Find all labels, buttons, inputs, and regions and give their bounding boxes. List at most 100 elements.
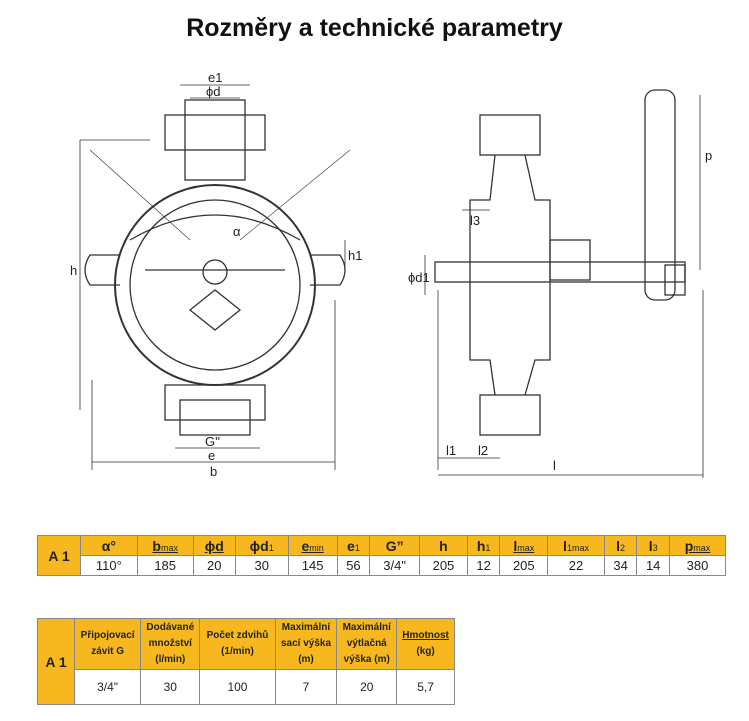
header-subscript: 2 bbox=[620, 542, 626, 553]
column-header: Hmotnost (kg) bbox=[396, 618, 455, 670]
header-line: Dodávané bbox=[146, 622, 195, 633]
header-line: Připojovací bbox=[80, 630, 135, 641]
label-alpha: α bbox=[233, 224, 241, 239]
header-symbol: l bbox=[563, 537, 567, 554]
column-header: e1 bbox=[336, 535, 371, 556]
technical-drawing: e1 ϕd α h h1 G'' e b ϕd1 l3 l1 l2 l p bbox=[70, 70, 712, 479]
header-symbol: ϕd bbox=[204, 537, 224, 554]
table-cell: 205 bbox=[499, 555, 549, 576]
label-h1: h1 bbox=[348, 248, 362, 263]
table-cell: 3/4" bbox=[73, 669, 142, 705]
front-view bbox=[79, 84, 351, 470]
header-symbol: α° bbox=[101, 537, 116, 554]
column-header: pmax bbox=[668, 535, 727, 556]
row-label: A 1 bbox=[37, 535, 81, 576]
label-l1: l1 bbox=[446, 443, 456, 458]
table-cell: 7 bbox=[274, 669, 338, 705]
table-cell: 20 bbox=[336, 669, 398, 705]
table-cell: 110° bbox=[80, 555, 138, 576]
table-cell: 30 bbox=[140, 669, 201, 705]
table-cell: 145 bbox=[287, 555, 338, 576]
label-phi-d: ϕd bbox=[206, 84, 221, 99]
table-cell: 5,7 bbox=[396, 669, 455, 705]
header-subscript: min bbox=[309, 542, 324, 553]
header-line: Maximální bbox=[281, 622, 331, 633]
header-subscript: 1max bbox=[566, 542, 589, 553]
table-cell: 34 bbox=[603, 555, 638, 576]
header-line: Hmotnost bbox=[402, 630, 449, 641]
label-phi-d1: ϕd1 bbox=[408, 270, 430, 285]
header-line: závit G bbox=[91, 646, 124, 657]
header-symbol: b bbox=[152, 537, 161, 554]
header-subscript: max bbox=[693, 542, 711, 553]
column-header: G” bbox=[369, 535, 421, 556]
label-b: b bbox=[210, 464, 217, 479]
table-cell: 380 bbox=[668, 555, 727, 576]
header-subscript: max bbox=[517, 542, 535, 553]
header-line: sací výška bbox=[280, 638, 332, 649]
label-l: l bbox=[553, 458, 556, 473]
header-symbol: l bbox=[648, 537, 653, 554]
column-header: α° bbox=[80, 535, 138, 556]
column-header: Počet zdvihů (1/min) bbox=[199, 618, 276, 670]
column-header: emin bbox=[287, 535, 338, 556]
table-cell: 100 bbox=[199, 669, 276, 705]
table-cell: 30 bbox=[234, 555, 289, 576]
label-l3: l3 bbox=[470, 213, 480, 228]
label-p: p bbox=[705, 148, 712, 163]
label-g: G'' bbox=[205, 434, 220, 449]
header-symbol: p bbox=[684, 537, 694, 554]
page-title: Rozměry a technické parametry bbox=[186, 14, 563, 42]
header-subscript: 1 bbox=[354, 542, 360, 553]
header-subscript: 1 bbox=[268, 542, 274, 553]
header-line: výtlačná bbox=[346, 638, 387, 649]
column-header: l2 bbox=[603, 535, 638, 556]
header-symbol: h bbox=[439, 537, 448, 554]
column-header: ϕd1 bbox=[234, 535, 289, 556]
header-symbol: G” bbox=[385, 537, 404, 554]
header-line: Maximální bbox=[342, 622, 391, 633]
table-cell: 3/4" bbox=[369, 555, 421, 576]
table-cell: 20 bbox=[192, 555, 236, 576]
table-header-row: A 1 Připojovací závit G Dodávané množství (l… bbox=[37, 618, 455, 705]
label-l2: l2 bbox=[478, 443, 488, 458]
column-header: Dodávané množství (l/min) bbox=[140, 618, 201, 670]
header-line: (kg) bbox=[416, 646, 435, 657]
header-line: (1/min) bbox=[221, 646, 254, 657]
header-subscript: 3 bbox=[652, 542, 658, 553]
header-symbol: ϕd bbox=[249, 537, 269, 554]
column-header: lmax bbox=[499, 535, 549, 556]
table-cell: 185 bbox=[136, 555, 194, 576]
column-header: bmax bbox=[136, 535, 194, 556]
column-header: Připojovací závit G bbox=[73, 618, 142, 670]
label-e: e bbox=[208, 448, 215, 463]
technical-parameters-table: A 1 Připojovací závit G Dodávané množství (l… bbox=[37, 618, 455, 705]
column-header: l3 bbox=[636, 535, 670, 556]
header-symbol: l bbox=[513, 537, 518, 554]
column-header: h bbox=[419, 535, 468, 556]
header-line: Počet zdvihů bbox=[206, 630, 269, 641]
header-symbol: e bbox=[301, 537, 310, 554]
header-line: (m) bbox=[298, 654, 314, 665]
side-view bbox=[424, 89, 704, 478]
header-line: množství bbox=[148, 638, 192, 649]
header-subscript: max bbox=[160, 542, 178, 553]
table-cell: 12 bbox=[466, 555, 501, 576]
header-line: (l/min) bbox=[155, 654, 186, 665]
row-label: A 1 bbox=[37, 618, 75, 705]
table-cell: 205 bbox=[419, 555, 468, 576]
table-cell: 14 bbox=[636, 555, 670, 576]
header-symbol: e bbox=[347, 537, 355, 554]
header-subscript: 1 bbox=[485, 542, 491, 553]
table-cell: 22 bbox=[547, 555, 605, 576]
label-e1: e1 bbox=[208, 70, 222, 85]
table-cell: 56 bbox=[336, 555, 371, 576]
column-header: Maximální sací výška (m) bbox=[274, 618, 338, 670]
column-header: l1max bbox=[547, 535, 605, 556]
header-symbol: h bbox=[476, 537, 486, 554]
